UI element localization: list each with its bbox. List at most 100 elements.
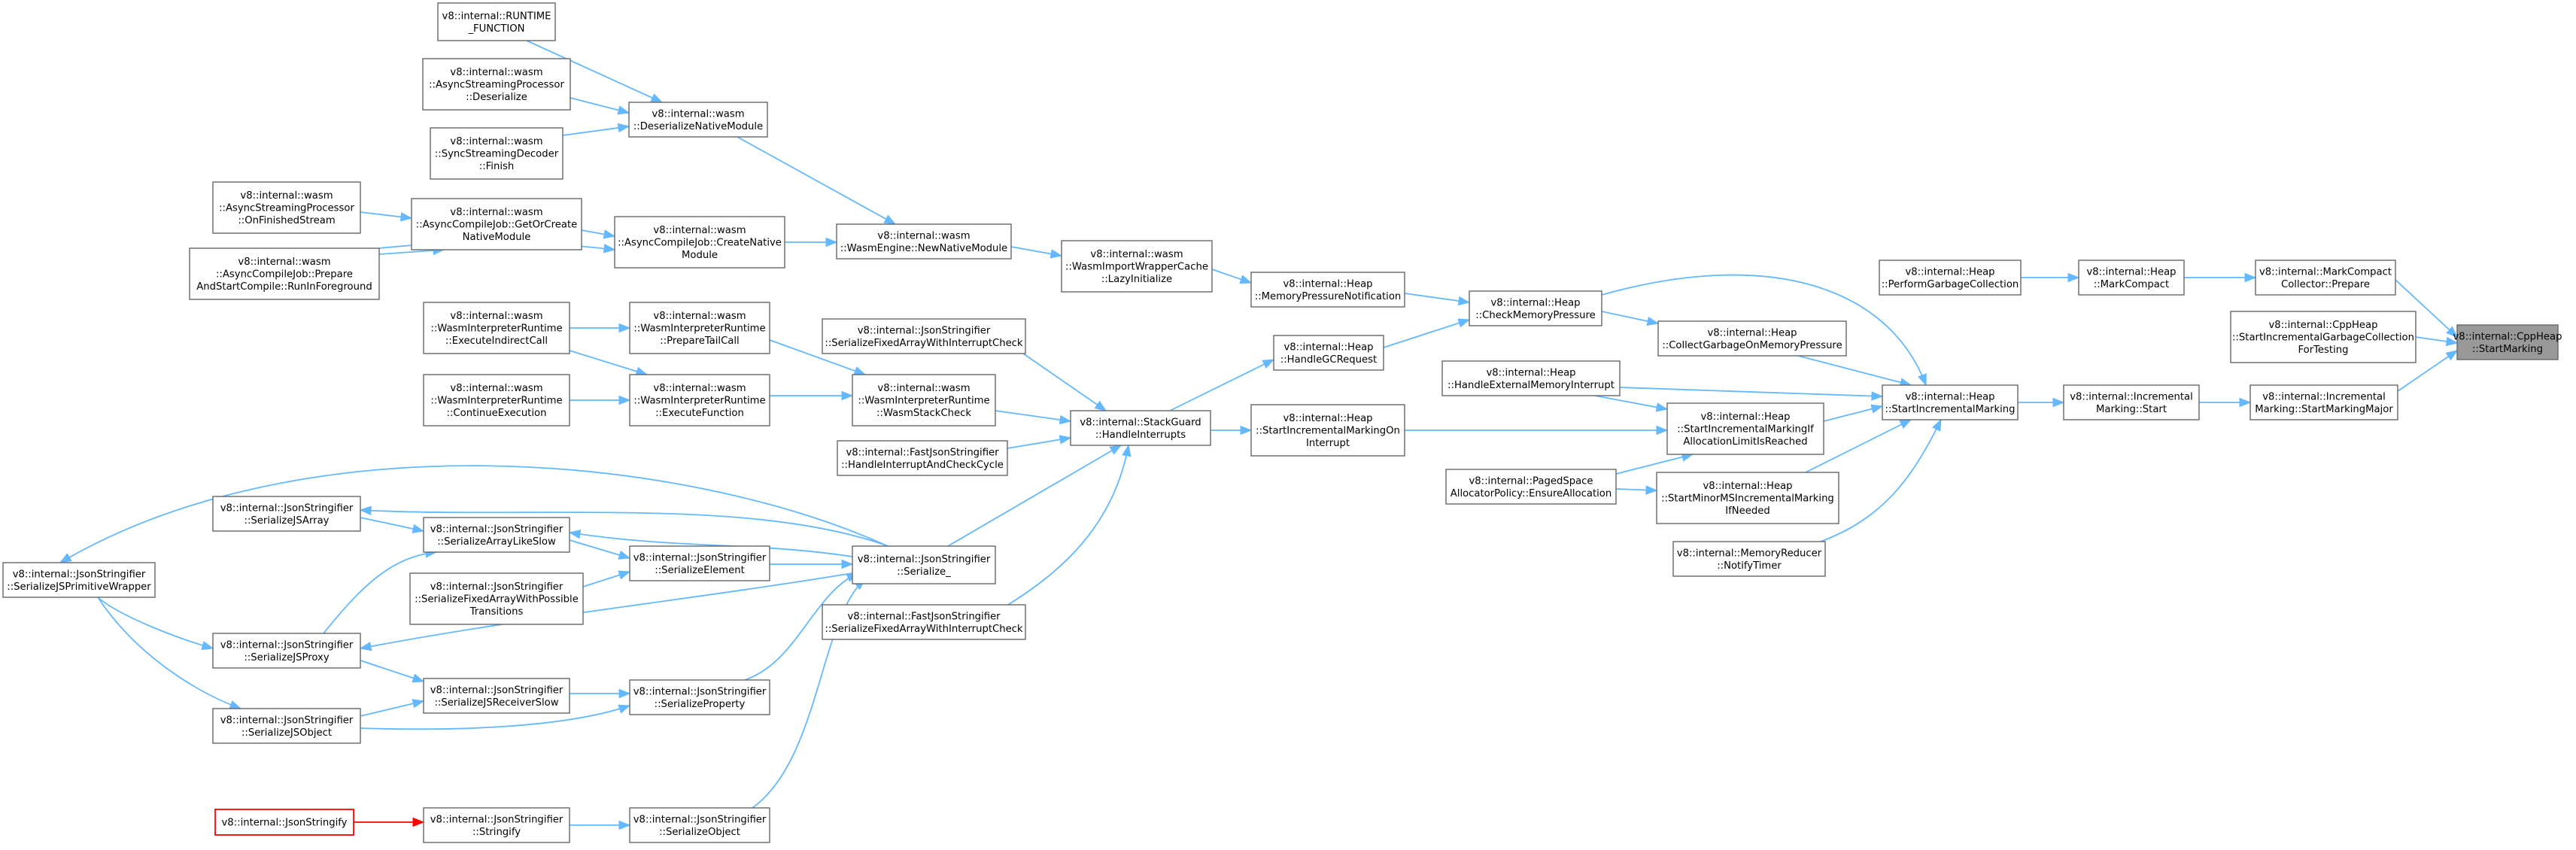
node-label: v8::internal::FastJsonStringifier bbox=[846, 447, 999, 458]
node-jsonstringifier-serializejsobject[interactable]: v8::internal::JsonStringifier::Serialize… bbox=[212, 708, 361, 744]
arrowhead bbox=[618, 395, 631, 405]
arrowhead bbox=[1656, 425, 1669, 436]
node-wasm-interp-stackcheck[interactable]: v8::internal::wasm::WasmInterpreterRunti… bbox=[852, 374, 996, 427]
edge-line bbox=[1805, 419, 1912, 473]
node-box bbox=[2063, 384, 2200, 420]
node-box bbox=[629, 807, 770, 843]
node-wasm-interp-executeindirect[interactable]: v8::internal::wasm::WasmInterpreterRunti… bbox=[423, 302, 570, 354]
arrowhead bbox=[412, 524, 425, 534]
node-box bbox=[2255, 260, 2396, 296]
node-heap-handlegcrequest[interactable]: v8::internal::Heap::HandleGCRequest bbox=[1273, 335, 1384, 371]
node-heap-markcompact[interactable]: v8::internal::Heap::MarkCompact bbox=[2078, 260, 2185, 296]
node-wasm-interp-executefunction[interactable]: v8::internal::wasm::WasmInterpreterRunti… bbox=[629, 374, 770, 427]
node-heap-startincmarking-oninterrupt[interactable]: v8::internal::Heap::StartIncrementalMark… bbox=[1250, 404, 1405, 457]
node-label: ::SerializeJSReceiverSlow bbox=[434, 697, 558, 709]
node-jsonstringify[interactable]: v8::internal::JsonStringify bbox=[214, 809, 354, 836]
node-pagedspace-ensurealloc[interactable]: v8::internal::PagedSpaceAllocatorPolicy:… bbox=[1445, 469, 1617, 505]
node-fastjson-serializefixed-check[interactable]: v8::internal::FastJsonStringifier::Seria… bbox=[822, 604, 1026, 640]
node-box bbox=[822, 318, 1026, 354]
edge-jsonstringifier_serialize-to-jsonstringifier_serializejsobject bbox=[316, 584, 865, 743]
node-label: ::HandleInterruptAndCheckCycle bbox=[841, 460, 1004, 471]
node-label: ::AsyncStreamingProcessor bbox=[219, 203, 354, 214]
node-incmarking-start[interactable]: v8::internal::IncrementalMarking::Start bbox=[2063, 384, 2200, 420]
node-wasm-importwrappercache-lazy[interactable]: v8::internal::wasm::WasmImportWrapperCac… bbox=[1061, 240, 1213, 293]
node-label: ::SerializeFixedArrayWithInterruptCheck bbox=[825, 624, 1023, 635]
edge-jsonstringify-to-jsonstringifier_stringify bbox=[354, 817, 425, 827]
node-label: ::MarkCompact bbox=[2094, 279, 2169, 290]
edge-jsonstringifier_serializereceiverslow-to-jsonstringifier_serializeproperty bbox=[570, 688, 631, 699]
node-jsonstringifier-serializefixedpossible[interactable]: v8::internal::JsonStringifier::Serialize… bbox=[409, 572, 584, 625]
node-box bbox=[409, 572, 584, 625]
edge-line bbox=[752, 578, 866, 809]
node-heap-collectgc-mempressure[interactable]: v8::internal::Heap::CollectGarbageOnMemo… bbox=[1657, 320, 1847, 357]
edge-line bbox=[1169, 359, 1274, 411]
node-jsonstringifier-serializearraylikeslow[interactable]: v8::internal::JsonStringifier::Serialize… bbox=[423, 517, 570, 553]
node-heap-handleextmem[interactable]: v8::internal::Heap::HandleExternalMemory… bbox=[1441, 360, 1621, 396]
node-label: v8::internal::wasm bbox=[652, 108, 744, 120]
node-heap-checkmempressure[interactable]: v8::internal::Heap::CheckMemoryPressure bbox=[1469, 290, 1602, 326]
arrowhead bbox=[2446, 326, 2459, 338]
node-cppheap-startmarking[interactable]: v8::internal::CppHeap::StartMarking bbox=[2453, 324, 2562, 360]
arrowhead bbox=[1918, 373, 1927, 387]
node-wasm-deserializenativemodule[interactable]: v8::internal::wasm::DeserializeNativeMod… bbox=[628, 102, 768, 138]
node-stackguard-handleinterrupts[interactable]: v8::internal::StackGuard::HandleInterrup… bbox=[1070, 410, 1211, 446]
node-jsonstringifier-serializeproperty[interactable]: v8::internal::JsonStringifier::Serialize… bbox=[629, 679, 770, 715]
edge-jsonstringifier_serializejsproxy-to-jsonstringifier_serializereceiverslow bbox=[360, 660, 425, 683]
node-wasm-asyncstreaming-onfinished[interactable]: v8::internal::wasm::AsyncStreamingProces… bbox=[212, 181, 361, 234]
node-heap-mempressurenotif[interactable]: v8::internal::Heap::MemoryPressureNotifi… bbox=[1250, 272, 1405, 308]
node-wasm-syncstreaming-finish[interactable]: v8::internal::wasm::SyncStreamingDecoder… bbox=[430, 127, 564, 180]
node-box bbox=[411, 198, 582, 250]
node-box bbox=[852, 545, 996, 584]
node-jsonstringifier-serializefixed-check[interactable]: v8::internal::JsonStringifier::Serialize… bbox=[822, 318, 1026, 354]
arrowhead bbox=[603, 244, 616, 253]
node-label: v8::internal::Heap bbox=[1707, 327, 1797, 338]
node-label: ::WasmImportWrapperCache bbox=[1065, 262, 1208, 273]
edge-heap_startincmarking-to-incmarking_start bbox=[2018, 397, 2065, 408]
edge-fastjson_serializefixed_check-to-stackguard_handleinterrupts bbox=[1007, 444, 1132, 606]
node-heap-startminorms[interactable]: v8::internal::Heap::StartMinorMSIncremen… bbox=[1656, 472, 1839, 524]
node-label: v8::internal::wasm bbox=[450, 67, 542, 78]
node-label: ::SerializeJSArray bbox=[245, 515, 330, 527]
node-jsonstringifier-serialize[interactable]: v8::internal::JsonStringifier::Serialize… bbox=[852, 545, 996, 584]
node-jsonstringifier-stringify[interactable]: v8::internal::JsonStringifier::Stringify bbox=[423, 807, 570, 843]
node-jsonstringifier-primitivewrapper[interactable]: v8::internal::JsonStringifier::Serialize… bbox=[2, 562, 156, 598]
node-heap-startincmarking[interactable]: v8::internal::Heap::StartIncrementalMark… bbox=[1882, 384, 2019, 420]
node-box bbox=[1657, 320, 1847, 357]
arrowhead bbox=[1870, 404, 1884, 414]
node-runtime-function[interactable]: v8::internal::RUNTIME_FUNCTION bbox=[437, 2, 556, 41]
node-wasm-asynccompilejob-createnative[interactable]: v8::internal::wasm::AsyncCompileJob::Cre… bbox=[614, 216, 785, 269]
node-markcompact-prepare[interactable]: v8::internal::MarkCompactCollector::Prep… bbox=[2255, 260, 2396, 296]
node-label: v8::internal::Incremental bbox=[2070, 391, 2193, 402]
node-box bbox=[822, 604, 1026, 640]
node-wasm-interp-preparetailcall[interactable]: v8::internal::wasm::WasmInterpreterRunti… bbox=[629, 302, 770, 354]
node-wasm-asynccompilejob-getorcreate[interactable]: v8::internal::wasm::AsyncCompileJob::Get… bbox=[411, 198, 582, 250]
edge-line bbox=[744, 572, 858, 681]
node-wasm-asyncstreaming-deserialize[interactable]: v8::internal::wasm::AsyncStreamingProces… bbox=[422, 58, 571, 111]
node-label: ::StartIncrementalMarkingOn bbox=[1256, 426, 1400, 437]
node-jsonstringifier-serializeelement[interactable]: v8::internal::JsonStringifier::Serialize… bbox=[629, 545, 770, 581]
node-box bbox=[189, 247, 380, 300]
node-heap-performgc[interactable]: v8::internal::Heap::PerformGarbageCollec… bbox=[1879, 260, 2022, 296]
node-wasm-interp-continueexec[interactable]: v8::internal::wasm::WasmInterpreterRunti… bbox=[423, 374, 570, 427]
node-jsonstringifier-serializejsarray[interactable]: v8::internal::JsonStringifier::Serialize… bbox=[212, 496, 361, 532]
node-wasm-asynccompilejob-prepare[interactable]: v8::internal::wasm::AsyncCompileJob::Pre… bbox=[189, 247, 380, 300]
edge-line bbox=[97, 597, 242, 709]
edge-wasm_asyncstreaming_deserialize-to-wasm_deserializenativemodule bbox=[570, 97, 630, 115]
node-box bbox=[2078, 260, 2185, 296]
node-fastjson-handleinterrupt[interactable]: v8::internal::FastJsonStringifier::Handl… bbox=[837, 440, 1008, 476]
node-memreducer-notifytimer[interactable]: v8::internal::MemoryReducer::NotifyTimer bbox=[1672, 541, 1826, 577]
node-jsonstringifier-serializeobject[interactable]: v8::internal::JsonStringifier::Serialize… bbox=[629, 807, 770, 843]
node-cppheap-startincremental[interactable]: v8::internal::CppHeap::StartIncrementalG… bbox=[2230, 311, 2417, 363]
edge-line bbox=[1601, 274, 1927, 386]
node-label: v8::internal::wasm bbox=[450, 207, 542, 218]
node-heap-startincmarking-iflimit[interactable]: v8::internal::Heap::StartIncrementalMark… bbox=[1666, 402, 1824, 455]
node-jsonstringifier-serializejsproxy[interactable]: v8::internal::JsonStringifier::Serialize… bbox=[212, 633, 361, 669]
node-incmarking-startmajor[interactable]: v8::internal::IncrementalMarking::StartM… bbox=[2249, 384, 2398, 420]
arrowhead bbox=[1457, 318, 1471, 328]
node-jsonstringifier-serializereceiverslow[interactable]: v8::internal::JsonStringifier::Serialize… bbox=[423, 678, 570, 714]
node-label: v8::internal::MarkCompact bbox=[2259, 266, 2392, 278]
node-label: v8::internal::wasm bbox=[240, 190, 333, 202]
node-label: ::WasmInterpreterRuntime bbox=[430, 396, 562, 407]
node-wasm-engine-newnativemodule[interactable]: v8::internal::wasm::WasmEngine::NewNativ… bbox=[836, 223, 1012, 260]
